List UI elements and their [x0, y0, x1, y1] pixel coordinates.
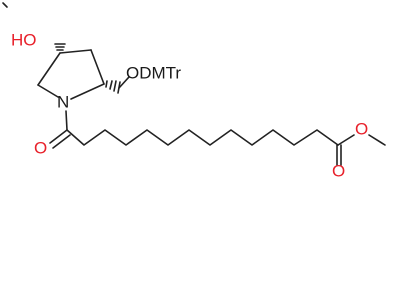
- bond-ch2-o: [118, 76, 130, 89]
- hashed-wedge-hydroxyl: [54, 43, 66, 51]
- amide-double-bond-a: [49, 129, 68, 144]
- bond-c-ester-o: [337, 134, 355, 146]
- ester-carbonyl-oxygen-label: O: [332, 161, 345, 180]
- pyrrolidine-ring: [37, 49, 105, 100]
- bond-o-methyl: [368, 134, 386, 146]
- hashed-wedge-methylene: [105, 80, 121, 94]
- corner-mark: [2, 2, 8, 8]
- amide-oxygen-label: O: [34, 138, 47, 157]
- ring-bond-c2-n: [70, 83, 105, 100]
- nitrogen-label: N: [57, 92, 69, 111]
- ring-bond-c3-c2: [90, 49, 105, 85]
- ring-bond-n-c5: [37, 84, 59, 98]
- undecyl-chain: [66, 129, 339, 146]
- bond-n-carbonyl: [65, 110, 68, 131]
- ester-oxygen-label: O: [355, 119, 368, 138]
- odmtr-label: ODMTr: [126, 63, 181, 82]
- ring-bond-c4-c3: [59, 49, 92, 54]
- amide-double-bond-b: [52, 134, 71, 149]
- ring-bond-c5-c4: [37, 52, 61, 86]
- hydroxyl-label: HO: [11, 30, 37, 49]
